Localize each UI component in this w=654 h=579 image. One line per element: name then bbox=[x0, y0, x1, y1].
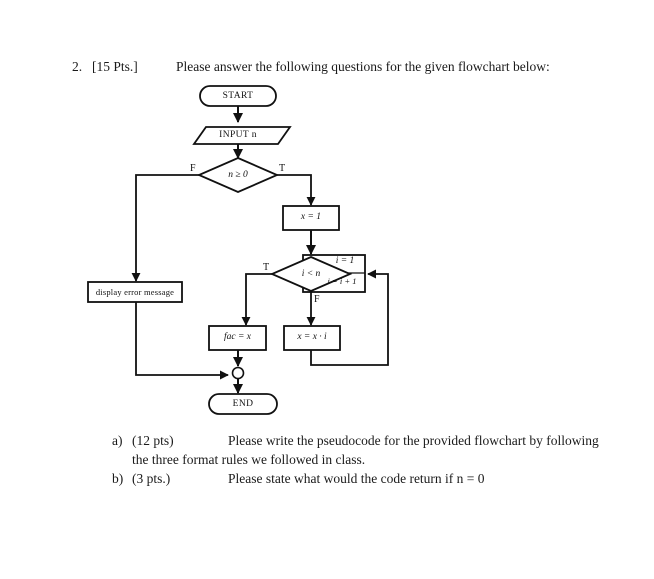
edge-decision-true-to-assign-x bbox=[277, 174, 316, 206]
subquestion-a-points: (12 pts) bbox=[132, 433, 174, 448]
end-terminal-label: END bbox=[232, 399, 254, 409]
subquestion-b: b) (3 pts.) Please state what would the … bbox=[112, 470, 612, 487]
merge-connector-shape bbox=[231, 366, 245, 380]
branch-label-n-true: T bbox=[279, 163, 286, 174]
branch-label-i-false: F bbox=[314, 294, 320, 305]
assign-i-label: i = 1 bbox=[335, 256, 355, 266]
subquestion-b-points: (3 pts.) bbox=[132, 471, 171, 486]
assign-x-label: x = 1 bbox=[300, 212, 322, 222]
input-node-label: INPUT n bbox=[219, 130, 257, 140]
end-terminal-shape bbox=[208, 393, 278, 415]
branch-label-n-false: F bbox=[190, 163, 196, 174]
edge-error-to-merge bbox=[135, 302, 229, 380]
input-parallelogram-shape bbox=[192, 126, 292, 145]
fac-box-label: fac = x bbox=[224, 332, 251, 342]
decision-n-label: n ≥ 0 bbox=[228, 170, 248, 180]
subquestion-b-label: b) bbox=[112, 471, 124, 486]
increment-i-label: i = i + 1 bbox=[327, 276, 357, 286]
decision-i-label: i < n bbox=[301, 269, 321, 279]
question-points: [15 Pts.] bbox=[92, 59, 138, 74]
question-number: 2. bbox=[72, 59, 83, 74]
question-prompt: Please answer the following questions fo… bbox=[176, 59, 550, 74]
loop-counter-box-shape bbox=[302, 254, 366, 293]
subquestion-a-label: a) bbox=[112, 433, 123, 448]
multiply-box-label: x = x · i bbox=[297, 332, 327, 342]
subquestion-a-continuation: the three format rules we followed in cl… bbox=[132, 452, 366, 467]
multiply-box-shape bbox=[283, 325, 341, 351]
assign-x-box-shape bbox=[282, 205, 340, 231]
branch-label-i-true: T bbox=[263, 262, 270, 273]
subquestion-list: a) (12 pts) Please write the pseudocode … bbox=[112, 432, 612, 489]
subquestion-a: a) (12 pts) Please write the pseudocode … bbox=[112, 432, 612, 449]
error-box-shape bbox=[87, 281, 183, 303]
start-terminal-shape bbox=[199, 85, 277, 107]
start-terminal-label: START bbox=[222, 91, 254, 101]
edge-decision-false-to-error bbox=[131, 174, 199, 282]
decision-i-shape bbox=[269, 256, 353, 292]
edge-loop-back bbox=[310, 269, 389, 366]
edge-loop-true-to-fac bbox=[241, 273, 272, 326]
question-header: 2. [15 Pts.] Please answer the following… bbox=[72, 58, 612, 75]
subquestion-b-text: Please state what would the code return … bbox=[228, 471, 485, 486]
error-box-label: display error message bbox=[95, 287, 175, 297]
subquestion-a-text: Please write the pseudocode for the prov… bbox=[228, 433, 599, 448]
decision-n-shape bbox=[196, 157, 280, 193]
fac-box-shape bbox=[208, 325, 267, 351]
